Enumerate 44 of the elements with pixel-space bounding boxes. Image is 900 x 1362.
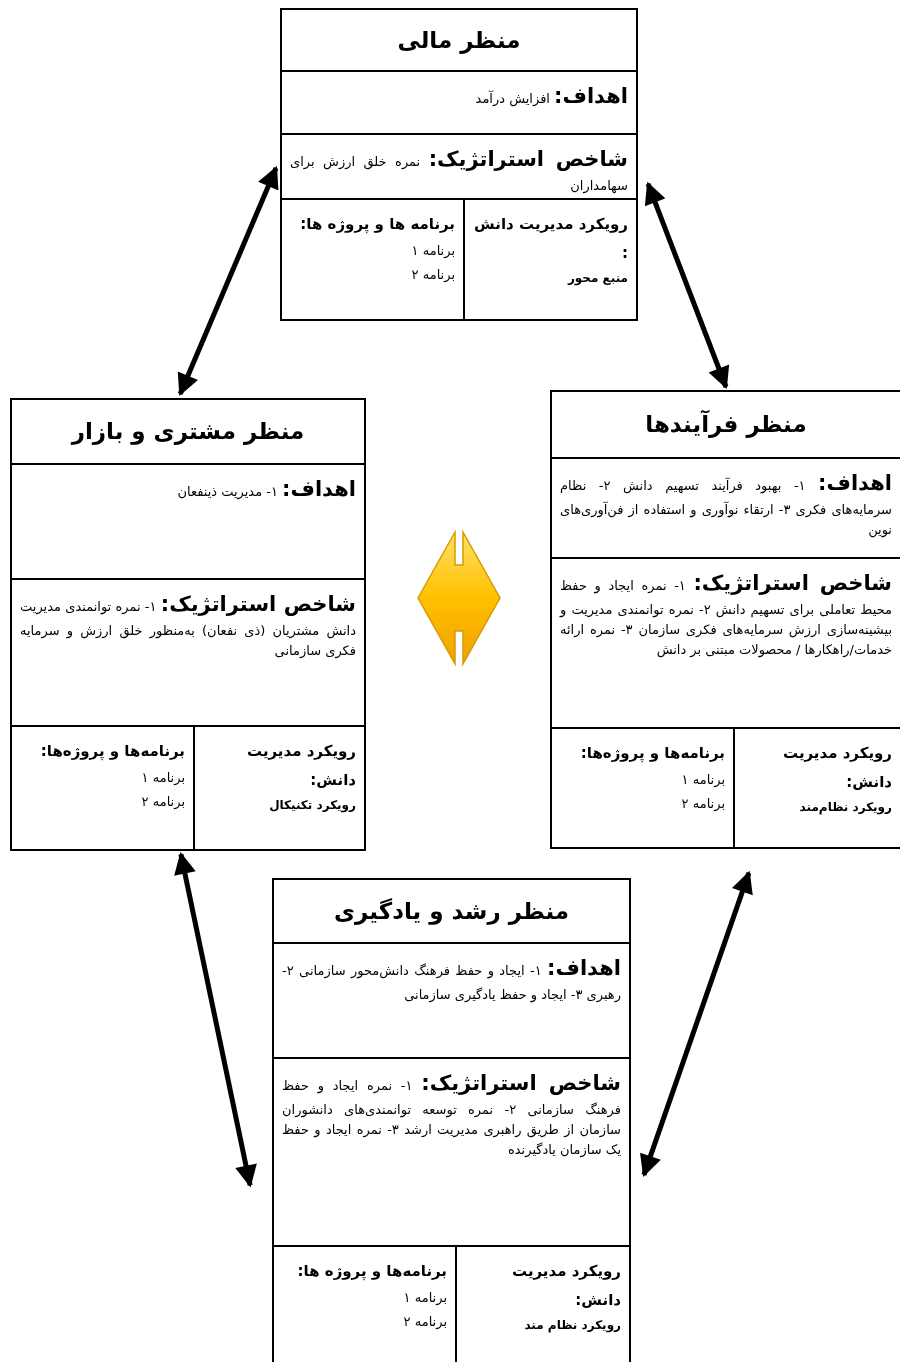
objective-text: اهداف: ۱- مدیریت ذینفعان	[176, 476, 356, 503]
double-headed-arrow	[644, 181, 730, 390]
perspective-card	[280, 8, 638, 321]
cell-text: برنامه ۲	[410, 266, 455, 282]
cell-heading: رویکرد مدیریت دانش:	[246, 741, 356, 791]
cell-heading: برنامه ها و پروژه ها:	[299, 214, 455, 236]
cell-text: برنامه ۱	[680, 771, 725, 787]
programs-cell	[274, 1245, 457, 1362]
programs-cell	[12, 725, 195, 849]
indicator-text: شاخص استراتژیک: ۱- نمره توانمندی مدیریت دانش مشتریان (ذی نفعان) به‌منظور خلق ارزش و سرمایه فکری سازمانی	[20, 591, 356, 661]
double-headed-arrow	[174, 852, 257, 1188]
cell-heading: برنامه‌ها و پروژه‌ها:	[39, 741, 185, 762]
indicator-text: شاخص استراتژیک: نمره خلق ارزش برای سهامداران	[290, 146, 628, 196]
cell-heading: برنامه‌ها و پروژه ها:	[296, 1261, 447, 1282]
cell-text: منبع محور	[566, 271, 628, 285]
card-title: منظر مشتری و بازار	[69, 417, 306, 447]
cell-text: رویکرد نظام‌مند	[798, 800, 892, 814]
cell-text: برنامه ۲	[680, 795, 725, 811]
cell-text: برنامه ۱	[402, 1289, 447, 1305]
cell-text: رویکرد نظام مند	[523, 1318, 621, 1332]
cell-heading: برنامه‌ها و پروژه‌ها:	[579, 743, 725, 764]
cell-heading: رویکرد مدیریت دانش :	[473, 214, 628, 264]
programs-cell	[552, 727, 735, 847]
cell-text: برنامه ۲	[402, 1313, 447, 1329]
programs-cell	[282, 198, 465, 319]
cell-text: رویکرد تکنیکال	[268, 798, 356, 812]
cell-text: برنامه ۲	[140, 793, 185, 809]
card-title: منظر رشد و یادگیری	[333, 897, 570, 927]
perspective-card	[10, 398, 366, 851]
double-headed-arrow	[640, 870, 753, 1177]
indicator-text: شاخص استراتژیک: ۱- نمره ایجاد و حفظ فرهنگ سازمانی ۲- نمره توسعه توانمندی‌های دانشوران سازمان از طریق راهبری مدیریت ارشد ۳- نمره ایجاد و حفظ یک سازمان یادگیرنده	[282, 1070, 621, 1160]
indicator-text: شاخص استراتژیک: ۱- نمره ایجاد و حفظ محیط تعاملی برای تسهیم دانش ۲- نمره توانمندی مدیریت و بیشینه‌سازی ارزش سرمایه‌های فکری سازمان ۳- نمره ارائه خدمات/راهکارها / محصولات مبتنی بر دانش	[560, 570, 892, 660]
card-title: منظر فرآیندها	[644, 409, 808, 440]
perspective-card	[550, 390, 900, 849]
card-title: منظر مالی	[396, 26, 522, 56]
double-headed-arrow	[177, 165, 279, 396]
perspective-card	[272, 878, 631, 1362]
cell-text: برنامه ۱	[140, 769, 185, 785]
cell-heading: رویکرد مدیریت دانش:	[511, 1261, 621, 1311]
cell-text: برنامه ۱	[410, 242, 455, 258]
objective-text: اهداف: افزایش درآمد	[474, 83, 628, 110]
cell-heading: رویکرد مدیریت دانش:	[782, 743, 892, 793]
objective-text: اهداف: ۱- بهبود فرآیند تسهیم دانش ۲- نظام سرمایه‌های فکری ۳- ارتقاء نوآوری و استفاده از فن‌آوری‌های نوین	[560, 470, 892, 540]
objective-text: اهداف: ۱- ایجاد و حفظ فرهنگ دانش‌محور سازمانی ۲- رهبری ۳- ایجاد و حفظ یادگیری سازمانی	[282, 955, 621, 1005]
